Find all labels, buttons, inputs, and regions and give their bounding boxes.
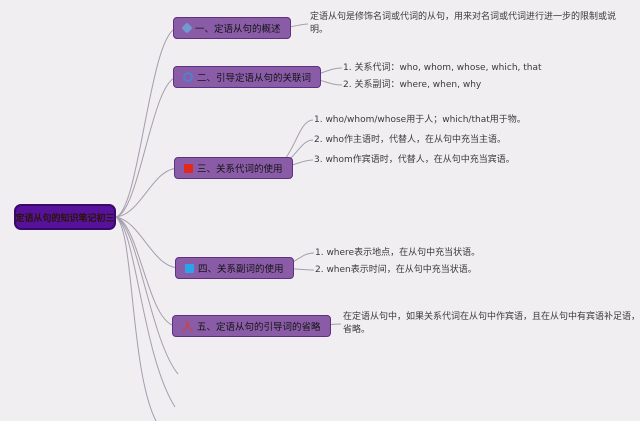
leaf-topic[interactable]: 在定语从句中，如果关系代词在从句中作宾语，且在从句中有宾语补足语，可以省略。: [343, 312, 640, 335]
branch-label: 三、关系代词的使用: [197, 164, 283, 175]
leaf-topic[interactable]: 1. who/whom/whose用于人；which/that用于物。: [314, 115, 526, 125]
branch-node-1-overview[interactable]: 一、定语从句的概述: [173, 17, 291, 39]
leaf-topic[interactable]: 3. whom作宾语时，代替人，在从句中充当宾语。: [314, 155, 515, 165]
ring-blue-icon: [183, 72, 193, 82]
leaf-topic[interactable]: 1. 关系代词：who, whom, whose, which, that: [343, 63, 542, 73]
branch-node-2-connectives[interactable]: 二、引导定语从句的关联词: [173, 66, 322, 88]
gem-blue-icon: [181, 22, 193, 34]
branch-node-4-relative-adverbs[interactable]: 四、关系副词的使用: [175, 257, 294, 279]
square-red-icon: [184, 163, 193, 173]
branch-label: 四、关系副词的使用: [198, 264, 284, 275]
branch-node-5-omission[interactable]: 五、定语从句的引导词的省略: [172, 315, 331, 337]
branch-label: 一、定语从句的概述: [195, 24, 281, 35]
leaf-topic[interactable]: 定语从句是修饰名词或代词的从句，用来对名词或代词进行进一步的限制或说明。: [310, 12, 617, 35]
square-blue-icon: [185, 263, 194, 273]
leaf-topic[interactable]: 1. where表示地点，在从句中充当状语。: [315, 248, 481, 258]
central-topic-node[interactable]: 定语从句的知识笔记初三: [14, 204, 116, 230]
branch-label: 二、引导定语从句的关联词: [197, 73, 312, 84]
leaf-topic[interactable]: 2. who作主语时，代替人，在从句中充当主语。: [314, 135, 507, 145]
leaf-topic[interactable]: 2. when表示时间，在从句中充当状语。: [315, 265, 477, 275]
person-red-icon: [182, 321, 193, 332]
branch-node-3-relative-pronouns[interactable]: 三、关系代词的使用: [174, 157, 293, 179]
branch-label: 五、定语从句的引导词的省略: [197, 322, 321, 333]
leaf-topic[interactable]: 2. 关系副词：where, when, why: [343, 80, 482, 90]
